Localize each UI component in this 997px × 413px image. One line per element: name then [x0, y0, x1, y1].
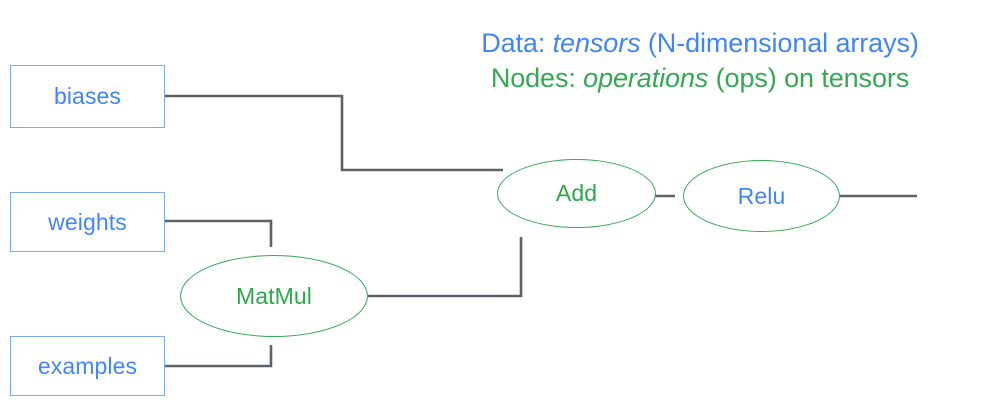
tensor-node-biases-label: biases: [53, 83, 122, 109]
tensor-node-biases[interactable]: biases: [10, 65, 165, 128]
edge-examples-to-matmul: [165, 345, 273, 368]
tensor-node-examples-label: examples: [37, 352, 138, 379]
op-node-matmul[interactable]: MatMul: [180, 255, 368, 337]
edge-matmul-to-add: [368, 237, 523, 298]
op-node-add[interactable]: Add: [497, 159, 656, 228]
op-node-matmul-label: MatMul: [235, 282, 312, 309]
caption-data-suffix: (N-dimensional arrays): [640, 28, 919, 58]
op-node-relu[interactable]: Relu: [683, 160, 840, 232]
caption-data-emphasis: tensors: [552, 28, 641, 58]
caption-nodes-suffix: (ops) on tensors: [708, 63, 910, 94]
op-node-relu-label: Relu: [737, 182, 786, 209]
tensor-node-weights[interactable]: weights: [10, 192, 165, 252]
caption-line-data: Data: tensors (N-dimensional arrays): [410, 26, 990, 61]
caption-nodes-emphasis: operations: [583, 63, 709, 94]
caption-nodes-prefix: Nodes:: [490, 63, 584, 94]
edge-weights-to-matmul: [165, 219, 273, 247]
caption-data-prefix: Data:: [481, 28, 553, 58]
op-node-add-label: Add: [555, 180, 598, 206]
tensor-node-weights-label: weights: [48, 208, 127, 235]
edge-biases-to-add: [165, 94, 503, 172]
caption-block: Data: tensors (N-dimensional arrays) Nod…: [410, 26, 990, 96]
caption-line-nodes: Nodes: operations (ops) on tensors: [410, 61, 990, 96]
tensor-node-examples[interactable]: examples: [10, 336, 165, 396]
